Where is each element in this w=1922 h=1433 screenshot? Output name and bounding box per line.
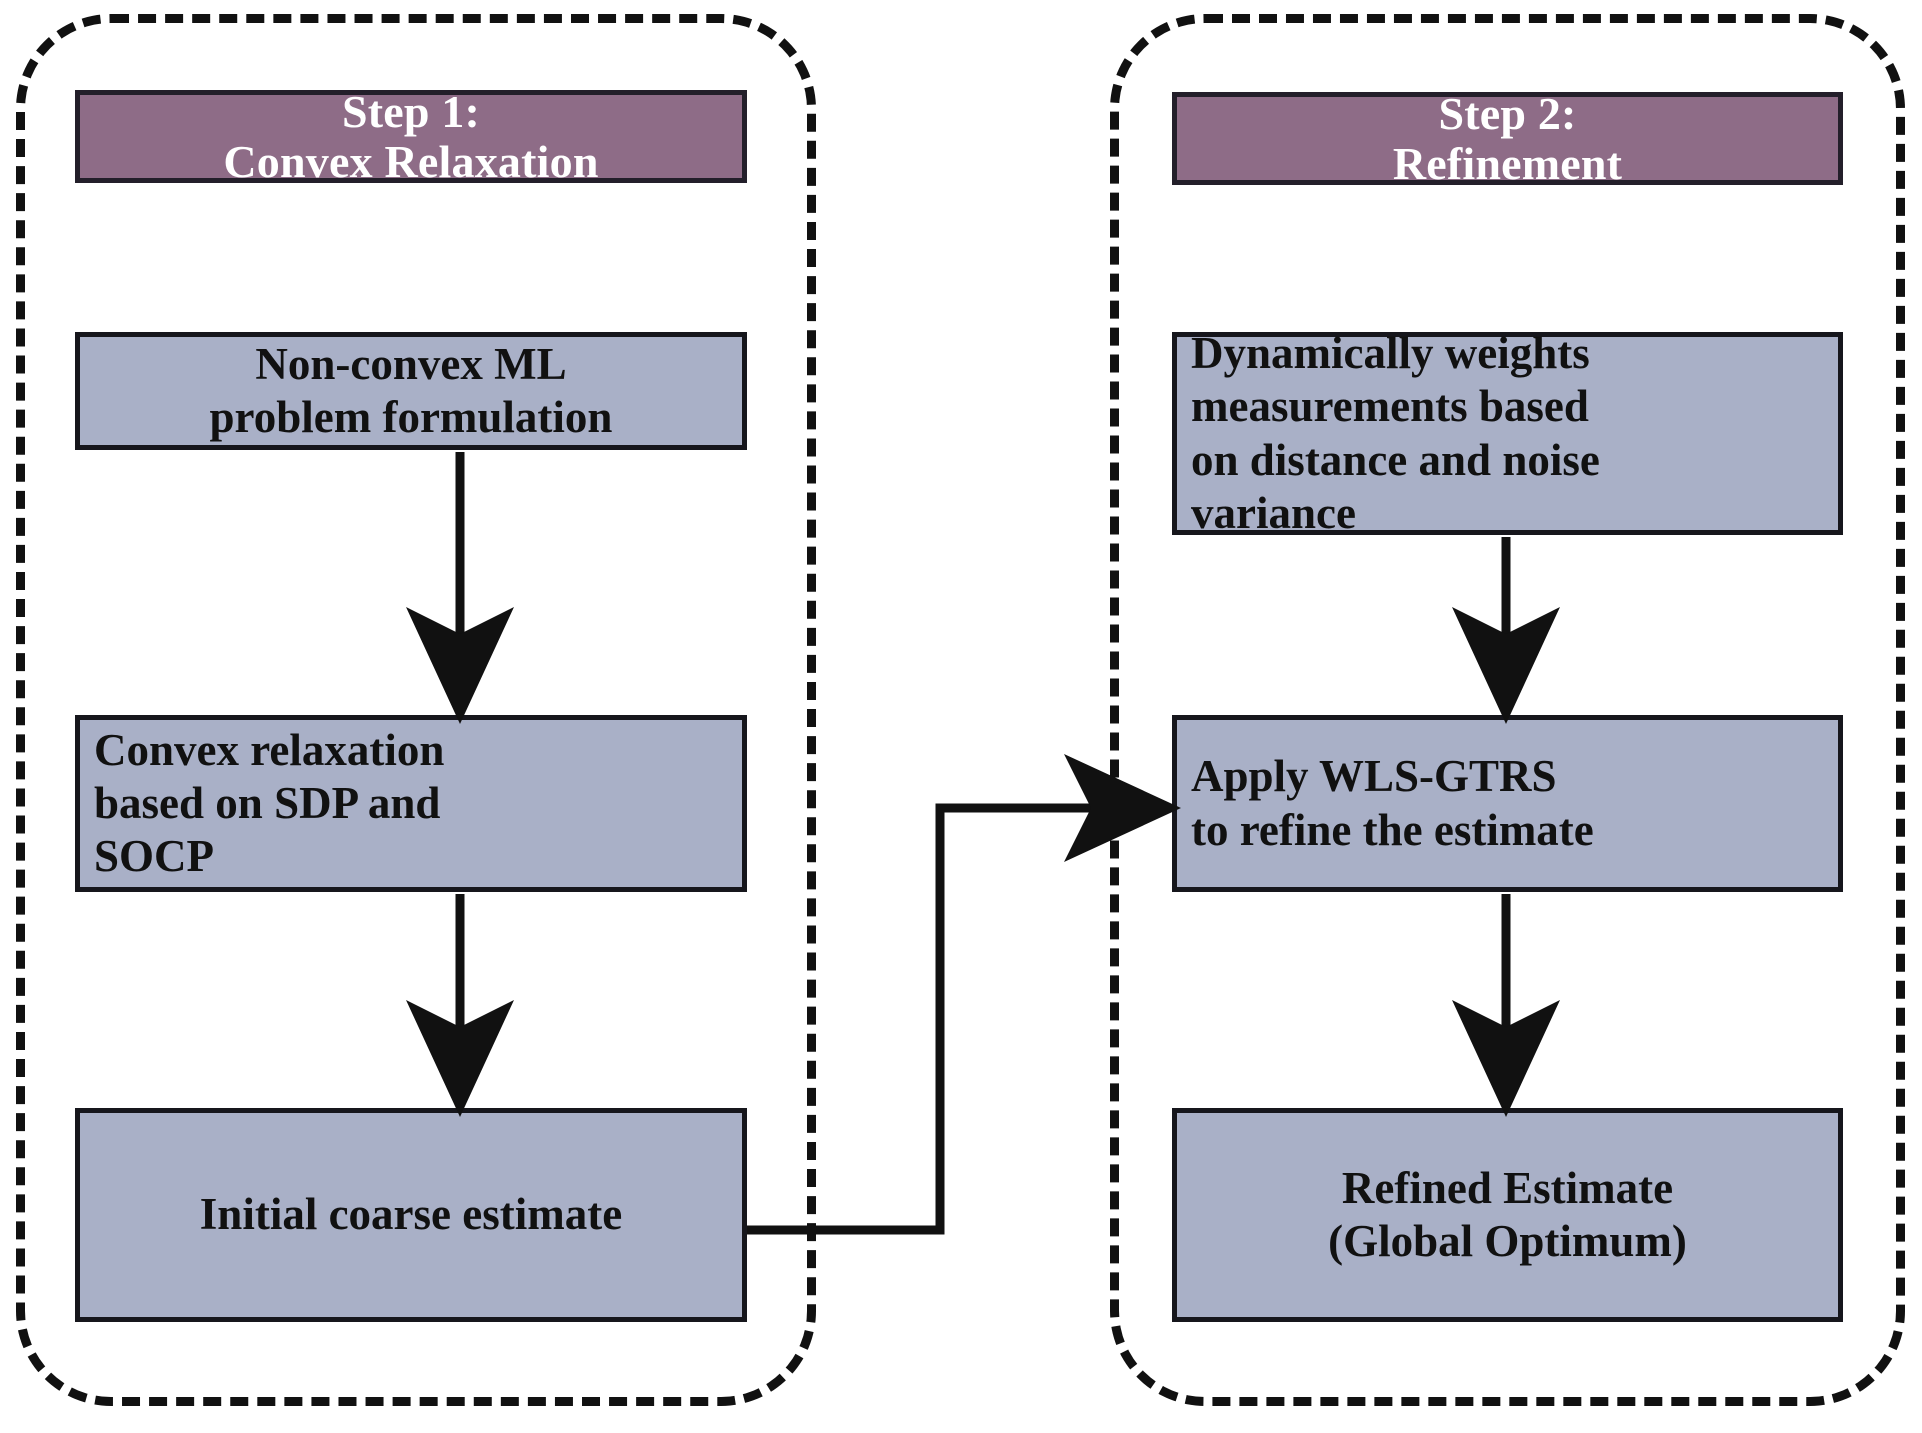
step-2-header: Step 2: Refinement	[1172, 87, 1843, 188]
step-2-header-line-1: Step 2:	[1438, 87, 1577, 139]
box-line: Apply WLS-GTRS	[1191, 751, 1557, 802]
box-line: variance	[1191, 487, 1356, 538]
step-1-header-line-2: Convex Relaxation	[223, 135, 599, 187]
group-step-1-container	[16, 14, 816, 1406]
box-non-convex-ml-problem: Non-convex ML problem formulation	[75, 332, 747, 450]
box-convex-relaxation-sdp-socp: Convex relaxation based on SDP and SOCP	[75, 715, 747, 892]
box-line: problem formulation	[209, 392, 613, 442]
step-1-header: Step 1: Convex Relaxation	[75, 85, 747, 186]
box-line: Refined Estimate	[1341, 1162, 1674, 1213]
box-line: (Global Optimum)	[1328, 1216, 1687, 1266]
box-line: Non-convex ML	[255, 338, 567, 389]
box-dynamically-weights-measurements: Dynamically weights measurements based o…	[1172, 328, 1843, 538]
box-refined-estimate-global-optimum: Refined Estimate (Global Optimum)	[1172, 1108, 1843, 1322]
box-line: Convex relaxation	[94, 724, 445, 775]
box-line: Dynamically weights	[1191, 328, 1590, 379]
box-line: Initial coarse estimate	[199, 1189, 623, 1240]
box-line: to refine the estimate	[1191, 804, 1594, 855]
step-1-header-line-1: Step 1:	[341, 85, 481, 137]
box-apply-wls-gtrs: Apply WLS-GTRS to refine the estimate	[1172, 715, 1843, 892]
box-line: measurements based	[1191, 381, 1589, 432]
box-line: on distance and noise	[1191, 434, 1600, 485]
box-line: based on SDP and	[94, 777, 441, 828]
step-2-header-line-2: Refinement	[1392, 137, 1623, 189]
group-step-2-container	[1110, 14, 1905, 1406]
box-initial-coarse-estimate: Initial coarse estimate	[75, 1108, 747, 1322]
box-line: SOCP	[94, 831, 215, 882]
